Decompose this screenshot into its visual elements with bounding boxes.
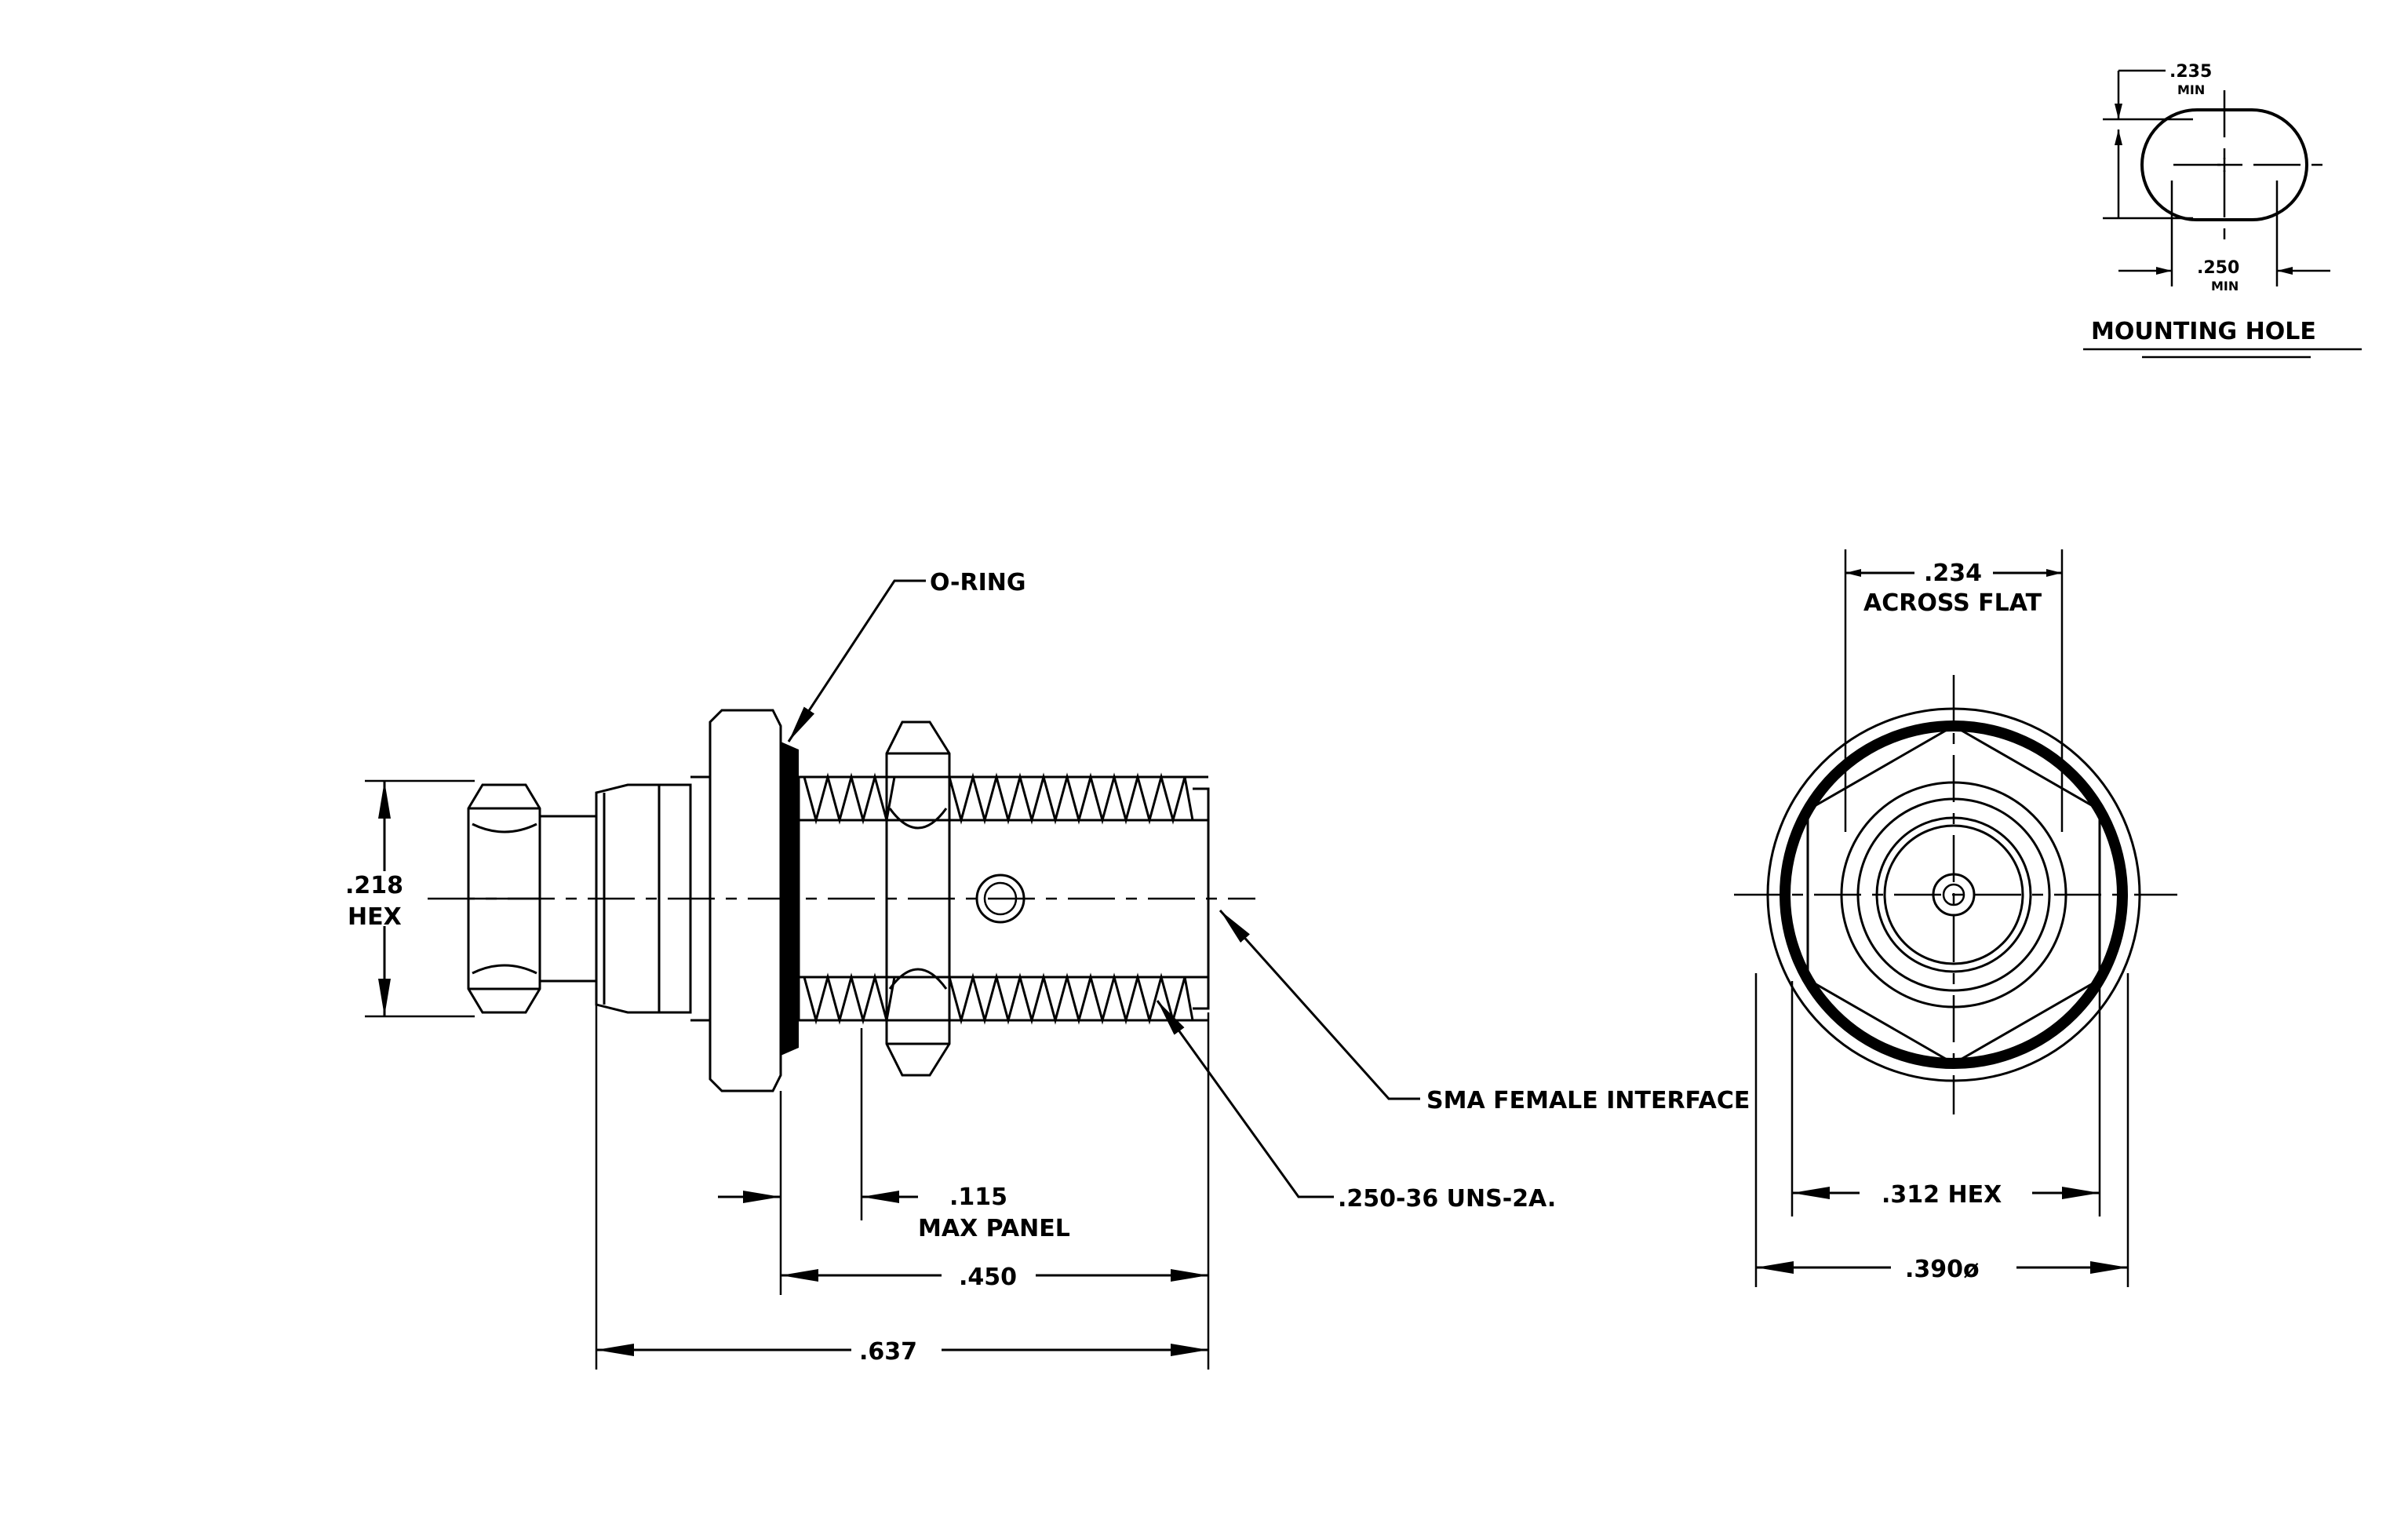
threaded-section bbox=[797, 772, 1210, 1025]
panel-hex-nut bbox=[885, 720, 951, 1077]
mounting-hole-vertical-note: MIN bbox=[2177, 82, 2205, 97]
overall-dim-value: .637 bbox=[859, 1338, 917, 1366]
overall-dimension: .637 bbox=[596, 1338, 1208, 1366]
panel-dim-value: .115 bbox=[949, 1184, 1007, 1211]
o-ring-callout: O-RING bbox=[930, 569, 1026, 596]
o-ring-leader bbox=[787, 579, 926, 742]
end-view-hex bbox=[1806, 724, 2101, 1065]
mounting-hole-horizontal-note: MIN bbox=[2211, 279, 2239, 294]
o-ring bbox=[781, 742, 799, 1056]
across-flat-value: .234 bbox=[1924, 560, 1982, 587]
diameter-value: .390ø bbox=[1905, 1256, 1980, 1283]
flange bbox=[709, 709, 782, 1092]
panel-dimension: .115 MAX PANEL bbox=[718, 1184, 1070, 1242]
diameter-dimension: .390ø bbox=[1754, 973, 2129, 1287]
across-flat-note: ACROSS FLAT bbox=[1863, 589, 2042, 617]
mounting-hole-view: .235 MIN .250 MIN MOUNTING HOLE bbox=[2083, 62, 2362, 359]
end-hex-value: .312 HEX bbox=[1882, 1181, 2002, 1209]
mounting-hole-vertical-dim: .235 bbox=[2169, 62, 2212, 82]
center-contact bbox=[1932, 873, 1976, 917]
hex-dim-value: .218 bbox=[345, 872, 403, 899]
hex-dim-note: HEX bbox=[348, 903, 402, 931]
mounting-hole-title: MOUNTING HOLE bbox=[2091, 318, 2316, 345]
body-dim-value: .450 bbox=[959, 1264, 1017, 1291]
hex-dimension: .218 HEX bbox=[345, 779, 475, 1018]
mounting-hole-horizontal-dim: .250 bbox=[2197, 258, 2239, 278]
vent-hole bbox=[975, 874, 1025, 924]
outer-diameter bbox=[1766, 707, 2141, 1082]
mounting-hole-outline bbox=[2140, 108, 2308, 221]
thread-leader bbox=[1156, 1000, 1334, 1198]
interface-callout: SMA FEMALE INTERFACE bbox=[1426, 1087, 1750, 1114]
end-hex-dimension: .312 HEX bbox=[1791, 981, 2101, 1216]
end-view: .234 ACROSS FLAT .312 HEX .390ø bbox=[1734, 549, 2177, 1287]
panel-dim-note: MAX PANEL bbox=[918, 1215, 1070, 1242]
side-view: O-RING SMA FEMALE INTERFACE .250-36 UNS-… bbox=[345, 569, 1750, 1370]
across-flat-dimension: .234 ACROSS FLAT bbox=[1844, 549, 2064, 832]
thread-callout: .250-36 UNS-2A. bbox=[1338, 1185, 1556, 1213]
interface-leader bbox=[1219, 909, 1420, 1100]
rear-hex-nut bbox=[467, 783, 541, 1014]
body-dimension: .450 bbox=[781, 1264, 1208, 1291]
